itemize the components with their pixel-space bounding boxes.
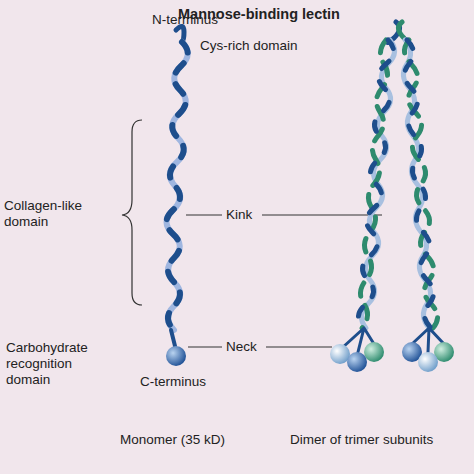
feature-label: Neck bbox=[226, 339, 270, 355]
monomer-strand bbox=[167, 26, 188, 346]
dimer-stalks bbox=[342, 22, 444, 352]
leader-lines bbox=[186, 215, 382, 347]
domain-label: Carbohydrate recognition domain bbox=[6, 340, 106, 388]
panel-caption: Monomer (35 kD) bbox=[120, 432, 250, 448]
terminus-label: C-terminus bbox=[140, 374, 230, 390]
crd-sphere bbox=[166, 346, 186, 366]
domain-label: Cys-rich domain bbox=[200, 38, 330, 54]
domain-bracket bbox=[122, 120, 142, 305]
domain-label: Collagen-like domain bbox=[4, 198, 114, 230]
panel-caption: Dimer of trimer subunits bbox=[290, 432, 470, 448]
terminus-label: N-terminus bbox=[152, 12, 242, 28]
crd-spheres bbox=[330, 342, 454, 372]
feature-label: Kink bbox=[226, 207, 266, 223]
